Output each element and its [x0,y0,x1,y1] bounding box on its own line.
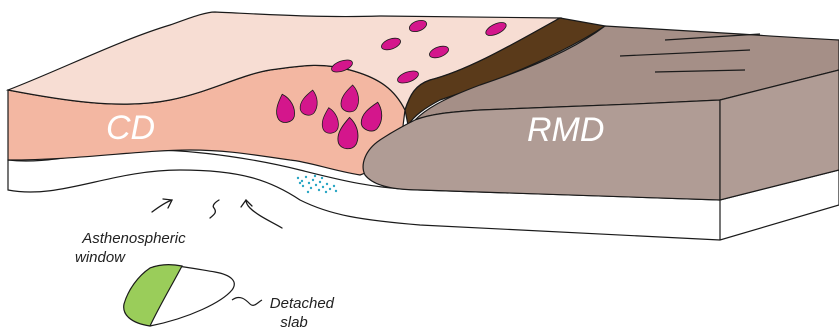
fluid-dot [315,184,317,186]
fluid-dot [301,180,303,182]
mantle-flow-arrows [152,199,282,228]
fluid-dot [322,186,324,188]
fluid-dot [321,177,323,179]
slab-squiggle [232,297,262,305]
fluid-dot [312,179,314,181]
detached-slab [124,265,262,326]
fluid-dot [326,183,328,185]
mantle-flow-arrow-icon [241,200,282,228]
fluid-dot [305,176,307,178]
fluid-dot [335,190,337,192]
fluid-dot [310,187,312,189]
fluid-dot [308,182,310,184]
rmd-label: RMD [527,111,604,149]
fluid-dot [302,185,304,187]
fluid-dot [299,182,301,184]
fluid-dot [319,181,321,183]
mantle-flow-arrow-icon [210,200,219,218]
fluid-dot [314,175,316,177]
detached-slab-label: Detached slab [270,295,338,331]
fluid-dot [307,191,309,193]
fluid-dot [329,188,331,190]
asthenospheric-window-label: Asthenospheric window [75,230,190,266]
fluid-dot [318,189,320,191]
fluid-dot [325,191,327,193]
fluid-dot [297,177,299,179]
cd-label: CD [106,109,155,147]
mantle-flow-arrow-icon [152,199,172,212]
fluid-dot [333,185,335,187]
